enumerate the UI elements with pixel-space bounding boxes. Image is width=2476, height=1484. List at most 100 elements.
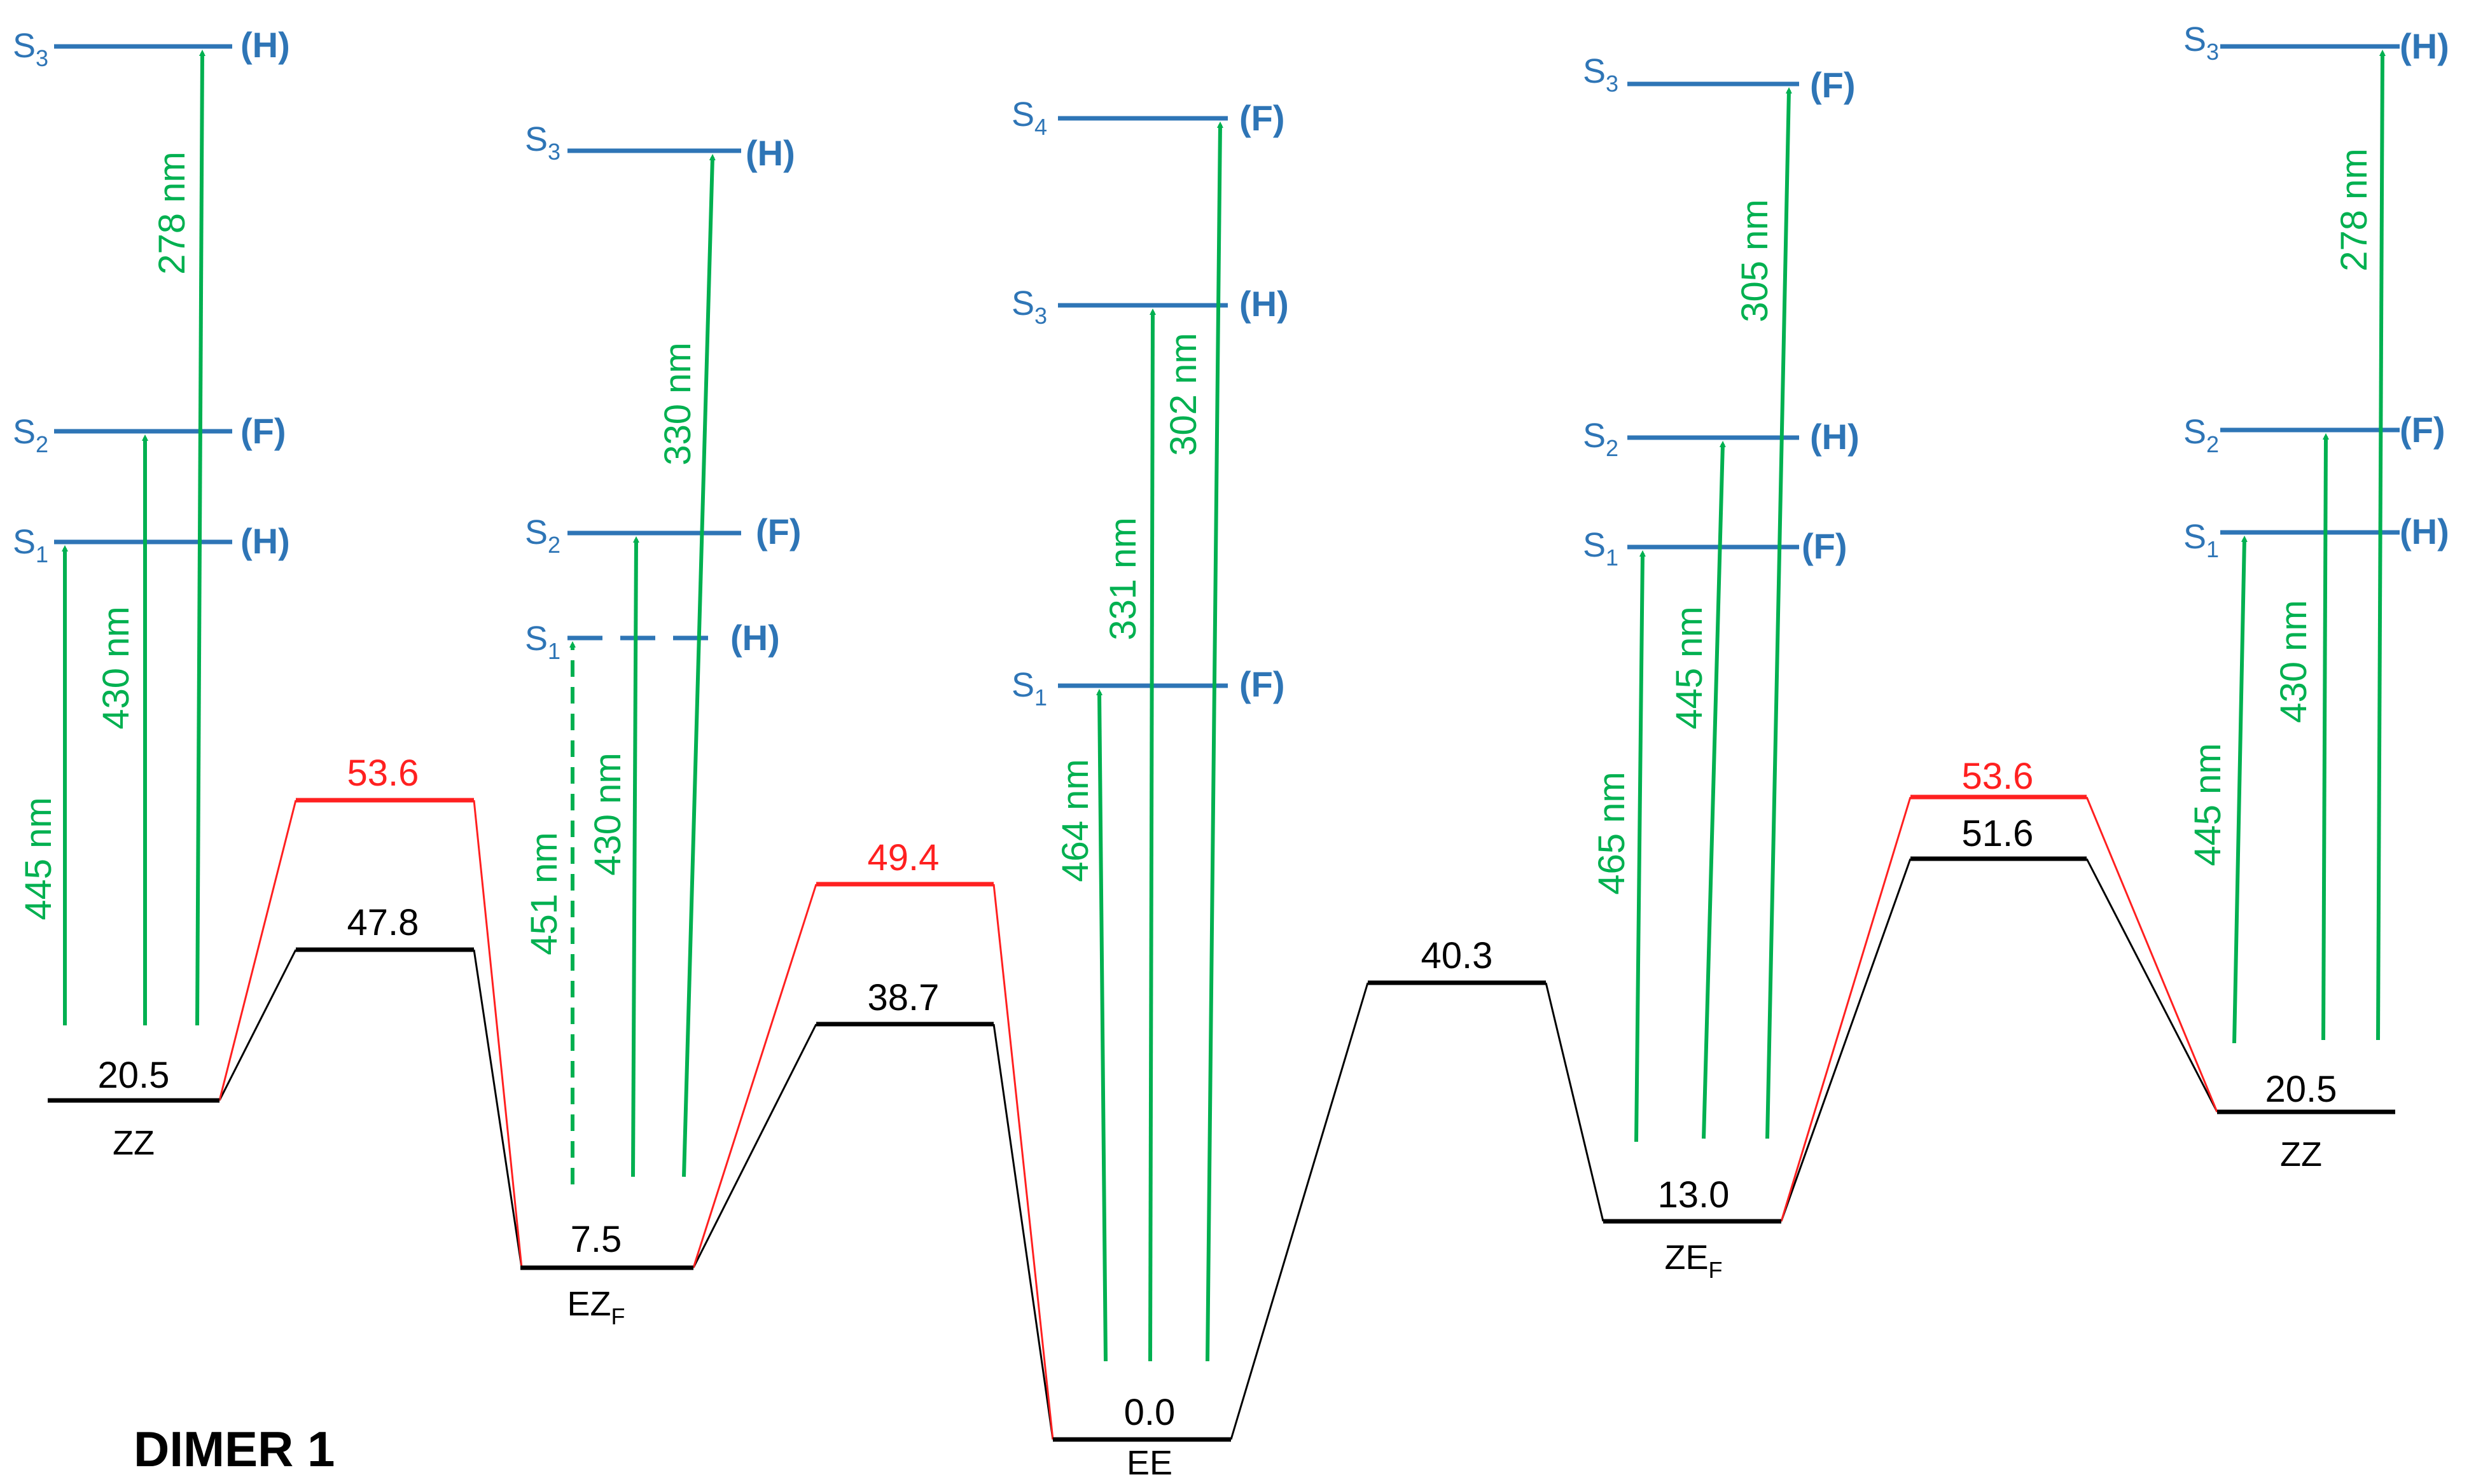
nm-zz-right-s1: 445 nm (2187, 743, 2229, 866)
connector-ts2-ee (992, 1023, 1054, 1440)
excitation-arrows (62, 50, 2386, 1362)
zef-s2-label: S2 (1583, 417, 1618, 461)
zef-s1-sym: (F) (1802, 526, 1847, 566)
ezf-s2-label: S2 (525, 513, 560, 558)
zz-right-s3-label: S3 (2183, 20, 2219, 65)
zz-left-s1-sym: (H) (240, 521, 290, 561)
ts-red-connectors (218, 796, 2218, 1440)
nm-ee-s3: 331 nm (1102, 517, 1144, 640)
nm-ezf-s3: 330 nm (657, 342, 699, 465)
red-connector-zef-ts4 (1780, 796, 1912, 1222)
minima-labels: 20.5 ZZ 7.5 EZF 0.0 EE 13.0 ZEF 20.5 ZZ (98, 1055, 2337, 1482)
zef-s3-label: S3 (1583, 52, 1618, 97)
name-zz-left: ZZ (113, 1124, 155, 1162)
value-ee: 0.0 (1124, 1392, 1176, 1433)
red-connector-ts1-ezf (473, 800, 523, 1268)
connector-ts4-zz (2085, 858, 2218, 1113)
red-connector-zz-ts1 (218, 800, 297, 1101)
ground-connectors (218, 858, 2218, 1440)
wavelength-labels: 445 nm 430 nm 278 nm 451 nm 430 nm 330 n… (18, 148, 2375, 955)
ee-s3-sym: (H) (1239, 284, 1289, 324)
ts1-red-value: 53.6 (347, 752, 419, 794)
ee-s3-label: S3 (1012, 284, 1047, 329)
nm-ezf-s1: 451 nm (524, 832, 565, 955)
ezf-s1-label: S1 (525, 620, 560, 664)
zz-right-s1-label: S1 (2183, 518, 2219, 562)
ts1-black-value: 47.8 (347, 902, 419, 943)
ts4-red-value: 53.6 (1962, 756, 2034, 797)
zef-s2-sym: (H) (1810, 417, 1860, 457)
arrow-ezf-s2 (631, 536, 639, 1177)
name-zz-right: ZZ (2280, 1135, 2322, 1174)
connector-ezf-ts2 (692, 1023, 817, 1268)
nm-ee-s1: 464 nm (1055, 759, 1096, 882)
value-zz-right: 20.5 (2265, 1069, 2337, 1110)
nm-zz-left-s3: 278 nm (151, 151, 193, 274)
ts-levels (296, 794, 2087, 1027)
nm-ee-s4: 302 nm (1163, 333, 1204, 455)
connector-zz-ts1 (218, 949, 297, 1101)
ezf-s3-label: S3 (525, 120, 560, 165)
name-zef: ZEF (1664, 1238, 1722, 1283)
zz-right-s2-label: S2 (2183, 413, 2219, 457)
minima-levels (48, 1098, 2395, 1442)
ts4-black-value: 51.6 (1962, 813, 2034, 854)
connector-zef-ts4 (1780, 858, 1912, 1222)
nm-zef-s3: 305 nm (1734, 199, 1776, 322)
nm-ezf-s2: 430 nm (587, 752, 629, 875)
nm-zz-left-s1: 445 nm (18, 797, 59, 920)
ezf-s3-sym: (H) (746, 133, 795, 173)
nm-zz-right-s3: 278 nm (2333, 148, 2375, 271)
arrow-ee-s3 (1148, 309, 1156, 1362)
nm-zef-s2: 445 nm (1669, 606, 1710, 729)
arrow-zz-left-s3 (195, 50, 205, 1026)
ee-s4-sym: (F) (1239, 98, 1285, 138)
ts2-red-value: 49.4 (868, 837, 940, 878)
arrow-zef-s1 (1634, 550, 1646, 1142)
nm-zz-right-s2: 430 nm (2273, 600, 2314, 723)
arrow-zz-right-s3 (2376, 50, 2386, 1041)
value-zz-left: 20.5 (98, 1055, 170, 1096)
zz-right-s1-sym: (H) (2400, 511, 2449, 551)
ee-s4-label: S4 (1012, 95, 1047, 140)
ts-labels: 53.6 47.8 49.4 38.7 40.3 53.6 51.6 (347, 752, 2034, 1018)
zz-right-s2-sym: (F) (2400, 410, 2445, 450)
red-connector-ezf-ts2 (692, 884, 817, 1268)
red-connector-ts4-zz (2085, 796, 2218, 1113)
arrow-ee-s1 (1096, 689, 1108, 1362)
zz-left-s2-sym: (F) (240, 411, 286, 451)
arrow-ee-s4 (1206, 121, 1223, 1362)
arrow-zef-s3 (1765, 87, 1792, 1139)
nm-zef-s1: 465 nm (1591, 772, 1632, 894)
arrow-ezf-s3 (682, 154, 716, 1177)
value-zef: 13.0 (1658, 1174, 1730, 1216)
red-connector-ts2-ee (992, 884, 1054, 1440)
diagram-title: DIMER 1 (134, 1421, 335, 1477)
excited-levels (54, 44, 2400, 688)
value-ezf: 7.5 (571, 1219, 622, 1260)
connector-ts3-zef (1545, 982, 1604, 1222)
zef-s3-sym: (F) (1810, 65, 1856, 105)
zz-left-s3-label: S3 (13, 27, 48, 71)
connector-ts1-ezf (473, 949, 523, 1268)
ee-s1-sym: (F) (1239, 664, 1285, 704)
ezf-s1-sym: (H) (730, 618, 780, 658)
zz-left-s2-label: S2 (13, 413, 48, 457)
ts3-black-value: 40.3 (1421, 935, 1493, 976)
ezf-s2-sym: (F) (756, 511, 802, 551)
ee-s1-label: S1 (1012, 666, 1047, 711)
connector-ee-ts3 (1230, 982, 1369, 1440)
excited-state-labels: S1 (H) S2 (F) S3 (H) S1 (H) S2 (F) S3 (H… (13, 20, 2449, 711)
name-ee: EE (1127, 1444, 1172, 1482)
zz-right-s3-sym: (H) (2400, 26, 2449, 66)
arrow-zz-right-s2 (2321, 433, 2329, 1041)
ts2-black-value: 38.7 (868, 977, 940, 1018)
arrow-zz-right-s1 (2232, 536, 2248, 1044)
zz-left-s3-sym: (H) (240, 25, 290, 65)
nm-zz-left-s2: 430 nm (95, 606, 137, 729)
name-ezf: EZF (567, 1285, 625, 1329)
zef-s1-label: S1 (1583, 526, 1618, 571)
zz-left-s1-label: S1 (13, 523, 48, 567)
arrow-zef-s2 (1702, 441, 1726, 1139)
